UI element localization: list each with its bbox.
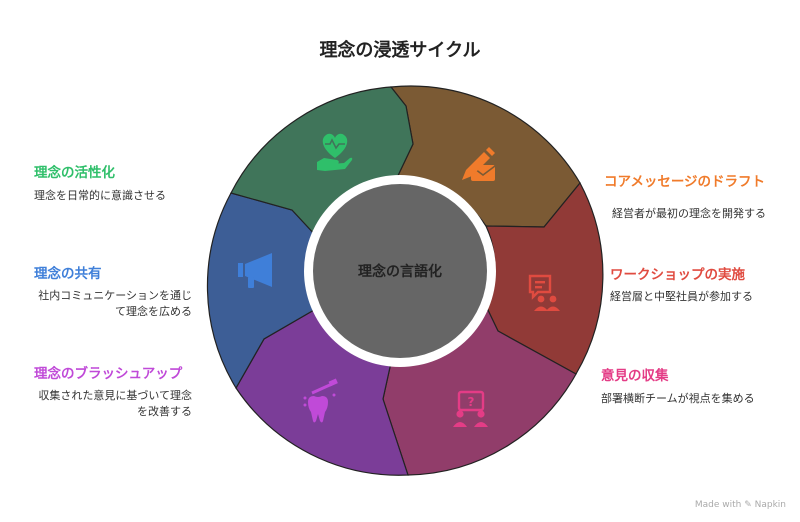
presentation-people-icon — [528, 274, 560, 311]
step-desc-share-line2: て理念を広める — [115, 305, 192, 318]
step-desc-share-line1: 社内コミュニケーションを通じ — [38, 289, 192, 302]
step-label-workshop: ワークショップの実施 — [610, 267, 745, 283]
tooth-brush-icon — [303, 378, 338, 423]
center-label: 理念の言語化 — [358, 263, 442, 280]
step-desc-brushup-line2: を改善する — [137, 405, 192, 418]
step-label-activate: 理念の活性化 — [34, 165, 115, 181]
step-label-share: 理念の共有 — [34, 266, 102, 282]
step-desc-draft: 経営者が最初の理念を開発する — [612, 207, 766, 220]
napkin-watermark: Made with ✎ Napkin — [694, 500, 786, 510]
diagram-title: 理念の浸透サイクル — [319, 40, 481, 61]
step-desc-brushup: 収集された意見に基づいて理念 を改善する — [34, 388, 192, 420]
step-label-brushup: 理念のブラッシュアップ — [34, 366, 183, 382]
step-desc-share: 社内コミュニケーションを通じ て理念を広める — [34, 288, 192, 320]
pen-letter-icon — [462, 147, 496, 181]
step-label-collect: 意見の収集 — [601, 368, 669, 384]
question-people-icon: ? — [453, 390, 488, 427]
megaphone-icon — [238, 253, 272, 288]
step-label-draft: コアメッセージのドラフト — [604, 174, 766, 190]
step-desc-workshop: 経営層と中堅社員が参加する — [610, 290, 753, 303]
step-desc-collect: 部署横断チームが視点を集める — [601, 392, 755, 405]
step-desc-brushup-line1: 収集された意見に基づいて理念 — [38, 389, 192, 402]
svg-text:?: ? — [468, 395, 475, 409]
heart-hand-icon — [317, 133, 353, 171]
center-circle — [313, 184, 487, 358]
step-desc-activate: 理念を日常的に意識させる — [34, 189, 166, 202]
